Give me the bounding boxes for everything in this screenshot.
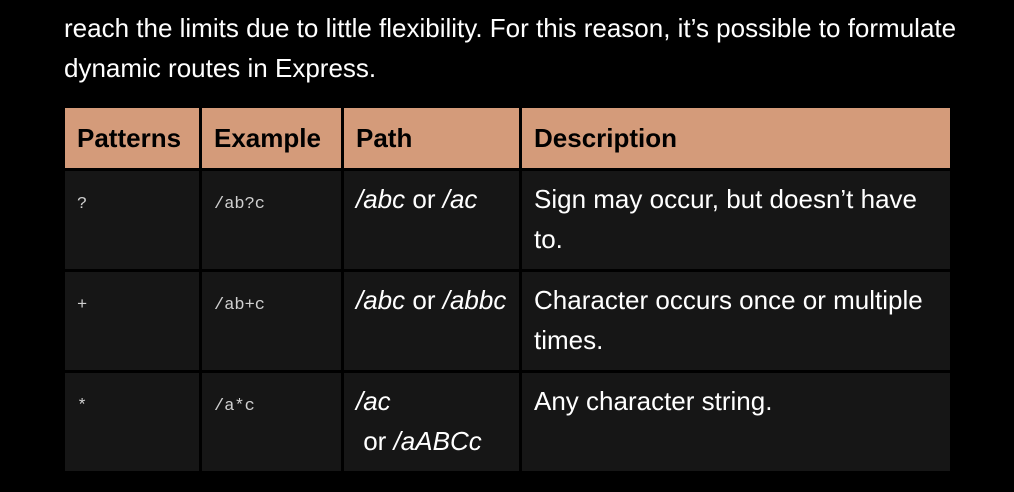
path-term: /abc	[356, 184, 406, 214]
table-header-row: Patterns Example Path Description	[65, 108, 950, 168]
description-cell: Sign may occur, but doesn’t have to.	[522, 171, 950, 269]
table-row: ? /ab?c /abc or /ac Sign may occur, but …	[65, 171, 950, 269]
description-cell: Any character string.	[522, 373, 950, 471]
example-cell: /a*c	[202, 373, 341, 471]
path-term: /ac	[356, 386, 391, 416]
patterns-table: Patterns Example Path Description ? /ab?…	[62, 105, 953, 474]
header-example: Example	[202, 108, 341, 168]
path-term: /abc	[356, 285, 406, 315]
path-separator: or	[405, 184, 443, 214]
path-term: /abbc	[442, 285, 507, 315]
path-separator: or	[356, 426, 394, 456]
pattern-cell: *	[65, 373, 199, 471]
path-cell: /ac or /aABCc	[344, 373, 519, 471]
description-cell: Character occurs once or multiple times.	[522, 272, 950, 370]
header-path: Path	[344, 108, 519, 168]
path-term: /ac	[442, 184, 478, 214]
pattern-cell: +	[65, 272, 199, 370]
pattern-cell: ?	[65, 171, 199, 269]
path-cell: /abc or /abbc	[344, 272, 519, 370]
table-row: + /ab+c /abc or /abbc Character occurs o…	[65, 272, 950, 370]
header-description: Description	[522, 108, 950, 168]
table-row: * /a*c /ac or /aABCc Any character strin…	[65, 373, 950, 471]
path-cell: /abc or /ac	[344, 171, 519, 269]
example-cell: /ab+c	[202, 272, 341, 370]
path-separator: or	[405, 285, 443, 315]
header-patterns: Patterns	[65, 108, 199, 168]
intro-paragraph: reach the limits due to little flexibili…	[64, 13, 957, 83]
path-term: /aABCc	[393, 426, 482, 456]
example-cell: /ab?c	[202, 171, 341, 269]
